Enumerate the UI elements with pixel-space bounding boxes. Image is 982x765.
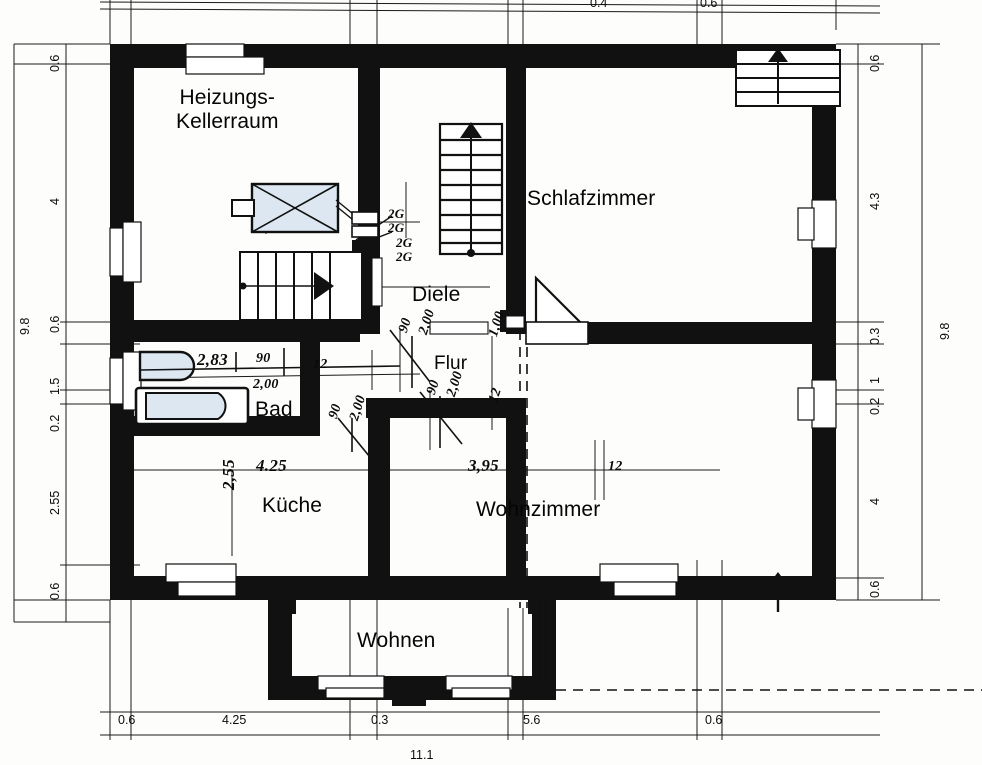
bathroom-fixtures <box>134 350 250 426</box>
oil-tank <box>231 182 340 234</box>
room-label-heizung-line2: Kellerraum <box>176 109 279 133</box>
room-label-wohnzimmer: Wohnzimmer <box>476 498 601 521</box>
annex-centerline <box>539 600 546 680</box>
hand-dim-living-width: 3,95 <box>468 456 499 475</box>
dim-left-seg-5: 0.2 <box>48 414 62 432</box>
exterior-stair-top <box>735 49 841 107</box>
room-label-bad: Bad <box>255 398 293 421</box>
windows <box>109 43 837 597</box>
hand-note-stair-2: 2G <box>388 220 405 235</box>
dim-right-seg-1: 0.6 <box>868 54 882 72</box>
dim-right-seg-3: 0.3 <box>868 327 882 345</box>
boiler-equipment <box>351 211 379 252</box>
dim-bottom-total: 11.1 <box>410 748 434 762</box>
entry-arrow-bottom <box>766 572 790 612</box>
hand-dim-bath-width: 2,83 <box>197 350 228 369</box>
dim-left-seg-2: 4 <box>48 198 62 205</box>
hand-note-stair-4: 2G <box>396 249 413 264</box>
room-label-kueche: Küche <box>262 494 323 517</box>
wohnen-annex-walls <box>268 600 556 700</box>
cellar-stair-direction-arrow <box>239 272 334 300</box>
dim-left-total: 9.8 <box>18 317 32 335</box>
dim-right-total: 9.8 <box>938 322 952 340</box>
hand-dim-living-wall-12: 12 <box>608 459 623 474</box>
dim-top-seg-2: 0.6 <box>700 0 718 10</box>
dim-left-seg-3: 0.6 <box>48 315 62 333</box>
exterior-stair-top-arrow <box>768 48 788 104</box>
dim-bottom-seg-5: 0.6 <box>705 713 723 727</box>
dim-left-seg-1: 0.6 <box>48 54 62 72</box>
dim-right-seg-7: 0.6 <box>868 580 882 598</box>
room-label-diele: Diele <box>412 283 461 306</box>
room-label-schlafzimmer: Schlafzimmer <box>527 187 656 210</box>
dim-bottom-seg-1: 0.6 <box>118 713 136 727</box>
room-label-heizungskellerraum: Heizungs- Kellerraum <box>176 86 279 133</box>
room-label-wohnen: Wohnen <box>357 629 436 652</box>
hand-dim-bath-door-height: 2,00 <box>253 377 279 392</box>
dim-bottom-seg-4: 5.6 <box>523 713 541 727</box>
hand-dim-bath-wall-12: 12 <box>313 357 328 372</box>
hand-dim-bath-door-width: 90 <box>256 351 271 366</box>
room-label-flur: Flur <box>434 353 468 374</box>
hand-dim-kitchen-width: 4.25 <box>256 456 287 475</box>
dim-bottom-seg-2: 4.25 <box>222 713 247 727</box>
room-label-heizung-line1: Heizungs- <box>179 86 275 109</box>
dim-right-seg-5: 0.2 <box>868 397 882 415</box>
hand-note-stair-3: 2G <box>396 235 413 250</box>
annex-piers <box>268 596 556 706</box>
dim-left-seg-7: 0.6 <box>48 582 62 600</box>
hand-note-stair-1: 2G <box>388 206 405 221</box>
hand-dim-kitchen-depth: 2,55 <box>219 459 238 490</box>
dim-right-seg-6: 4 <box>868 498 882 505</box>
dim-left-seg-6: 2.55 <box>48 490 62 515</box>
handwritten-dim-strokes <box>139 329 463 463</box>
dim-bottom-seg-3: 0.3 <box>371 713 389 727</box>
dim-left-seg-4: 1.5 <box>48 377 62 395</box>
dim-top-seg-1: 0.4 <box>590 0 608 10</box>
door-swing-schlafzimmer <box>525 275 591 345</box>
main-stair-direction-arrow <box>460 122 482 257</box>
dim-right-seg-2: 4.3 <box>868 192 882 210</box>
wohnen-annex-windows <box>317 675 513 699</box>
dim-right-seg-4: 1 <box>868 377 882 384</box>
